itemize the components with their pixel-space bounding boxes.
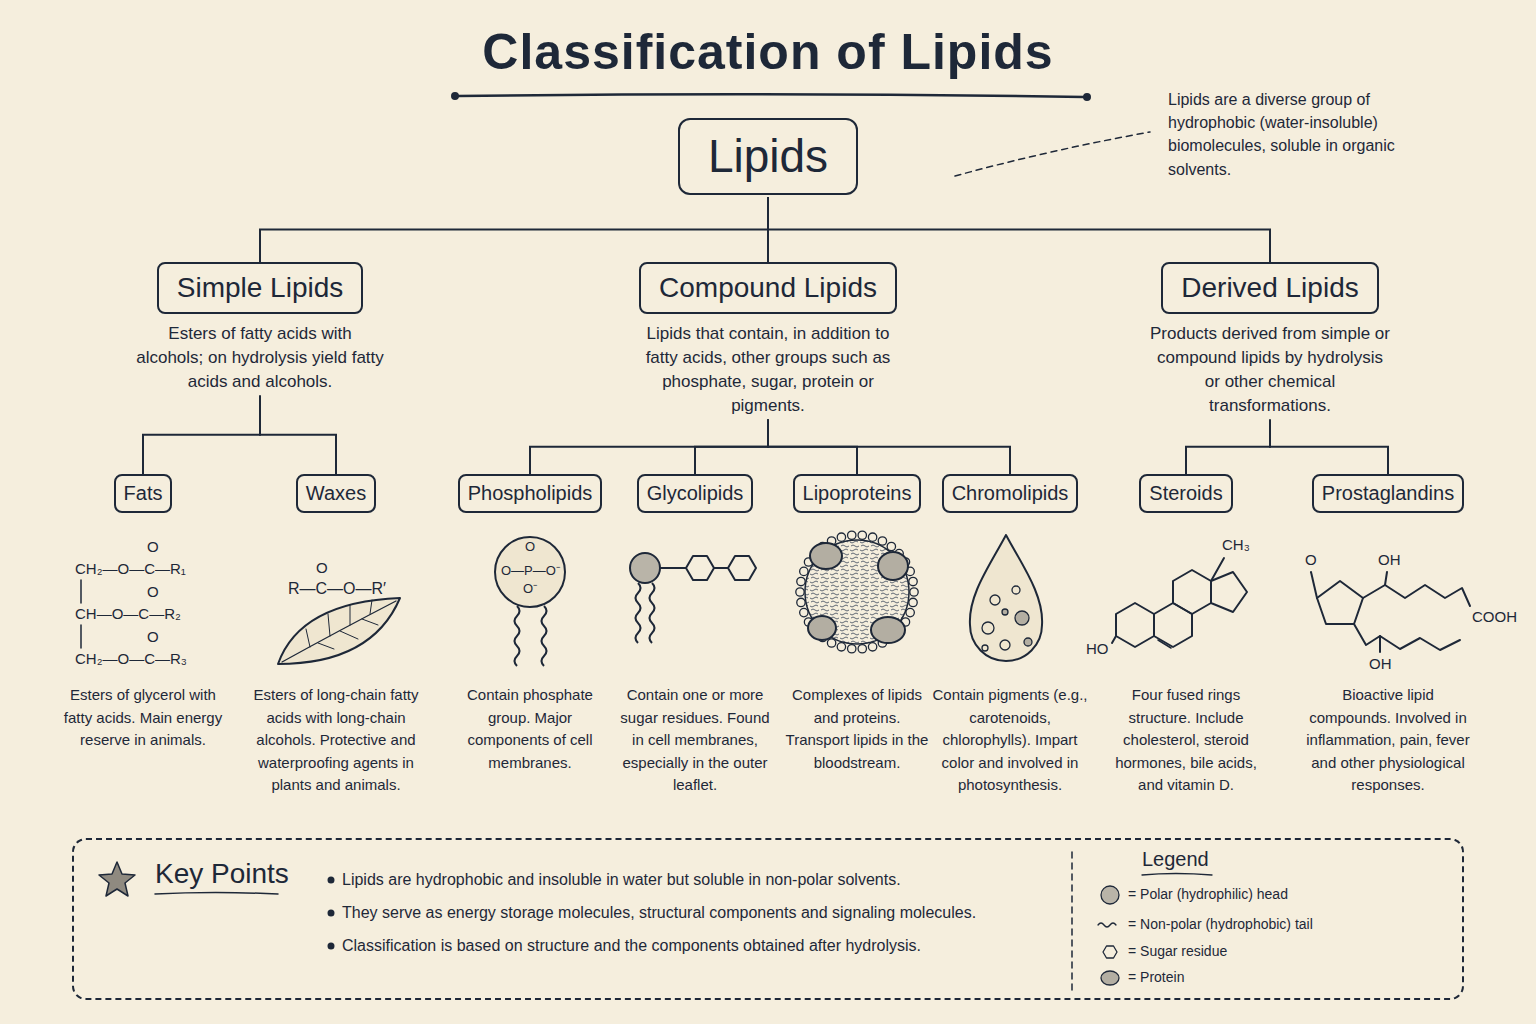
formula-text: HO xyxy=(1086,640,1109,657)
category-description: Products derived from simple or compound… xyxy=(1150,322,1390,417)
category-node: ProstaglandinsBioactive lipid compounds.… xyxy=(1301,474,1476,797)
formula-text: O—P—O⁻ xyxy=(501,564,560,579)
category-description: Esters of glycerol with fatty acids. Mai… xyxy=(58,684,228,752)
formula-text: CH—O—C—R₂ xyxy=(75,605,181,622)
category-heading-box: Derived Lipids xyxy=(1161,262,1378,314)
tree-connector xyxy=(260,197,768,262)
hydrophobic-tail xyxy=(515,606,520,666)
lipoprotein-shell-dot xyxy=(827,639,835,647)
category-node: ChromolipidsContain pigments (e.g., caro… xyxy=(926,474,1094,797)
category-node: Derived LipidsProducts derived from simp… xyxy=(1150,262,1390,417)
category-node: GlycolipidsContain one or more sugar res… xyxy=(613,474,778,797)
formula-text: R—C—O—R′ xyxy=(288,580,386,598)
lipoprotein-shell-dot xyxy=(797,598,805,606)
category-heading-box: Glycolipids xyxy=(637,474,754,513)
category-node: Lipids xyxy=(608,118,928,195)
category-node: LipoproteinsComplexes of lipids and prot… xyxy=(782,474,932,774)
legend-entry: = Polar (hydrophilic) head xyxy=(1128,886,1288,902)
category-heading-box: Lipids xyxy=(678,118,858,195)
lipoprotein-shell-dot xyxy=(800,567,808,575)
legend-heading: Legend xyxy=(1142,848,1209,871)
tree-connector xyxy=(695,419,768,474)
lipoprotein-shell-dot xyxy=(906,608,914,616)
formula-text: CH₃ xyxy=(1222,536,1250,553)
lipoprotein-shell-dot xyxy=(837,533,845,541)
category-node: SteroidsFour fused rings structure. Incl… xyxy=(1101,474,1271,797)
lipoprotein-shell-dot xyxy=(796,588,804,596)
category-description: Contain pigments (e.g., carotenoids, chl… xyxy=(926,684,1094,797)
formula-text: O xyxy=(525,540,535,555)
bullet-text: They serve as energy storage molecules, … xyxy=(342,903,1062,922)
category-description: Lipids that contain, in addition to fatt… xyxy=(638,322,898,417)
category-description: Bioactive lipid compounds. Involved in i… xyxy=(1301,684,1476,797)
formula-text: O⁻ xyxy=(523,582,537,597)
legend-entry: = Protein xyxy=(1128,969,1184,985)
tree-connector xyxy=(768,197,1270,262)
tree-connector xyxy=(143,396,260,474)
tree-connector xyxy=(768,419,1010,474)
panel-heading: Key Points xyxy=(155,858,289,890)
tree-connector xyxy=(1270,419,1388,474)
lipoprotein-shell-dot xyxy=(868,533,876,541)
lipoprotein-shell-dot xyxy=(887,542,895,550)
category-heading-box: Waxes xyxy=(296,474,376,513)
category-heading-box: Lipoproteins xyxy=(793,474,922,513)
tree-connector xyxy=(1186,419,1270,474)
category-heading-box: Chromolipids xyxy=(942,474,1079,513)
lipoprotein-shell-dot xyxy=(800,608,808,616)
tree-connector xyxy=(530,419,768,474)
category-node: PhospholipidsContain phosphate group. Ma… xyxy=(450,474,610,774)
formula-text: O xyxy=(147,538,159,555)
lipoprotein-shell-dot xyxy=(797,577,805,585)
lipoprotein-shell-dot xyxy=(858,645,866,653)
category-description: Four fused rings structure. Include chol… xyxy=(1101,684,1271,797)
formula-text: CH₂—O—C—R₁ xyxy=(75,560,186,577)
category-description: Complexes of lipids and proteins. Transp… xyxy=(782,684,932,774)
legend-entry: = Sugar residue xyxy=(1128,943,1227,959)
formula-text: O xyxy=(147,628,159,645)
legend-entry: = Non-polar (hydrophobic) tail xyxy=(1128,916,1313,932)
category-heading-box: Simple Lipids xyxy=(157,262,364,314)
lipoprotein-shell-dot xyxy=(848,645,856,653)
note-text: Lipids are a diverse group of hydrophobi… xyxy=(1168,88,1418,181)
lipoprotein-shell-dot xyxy=(837,643,845,651)
lipoprotein-shell-dot xyxy=(909,598,917,606)
formula-text: CH₂—O—C—R₃ xyxy=(75,650,187,667)
category-description: Contain one or more sugar residues. Foun… xyxy=(613,684,778,797)
hydrophobic-tail xyxy=(650,583,655,643)
category-heading-box: Phospholipids xyxy=(458,474,603,513)
category-heading-box: Compound Lipids xyxy=(639,262,897,314)
bullet-text: Classification is based on structure and… xyxy=(342,936,1062,955)
formula-text: OH xyxy=(1369,655,1392,672)
category-description: Esters of fatty acids with alcohols; on … xyxy=(135,322,385,393)
lipoprotein-shell-dot xyxy=(910,588,918,596)
bullet-text: Lipids are hydrophobic and insoluble in … xyxy=(342,870,1062,889)
lipoprotein-shell-dot xyxy=(858,531,866,539)
formula-text: O xyxy=(147,583,159,600)
category-description: Esters of long-chain fatty acids with lo… xyxy=(241,684,431,797)
category-heading-box: Steroids xyxy=(1139,474,1232,513)
category-node: Simple LipidsEsters of fatty acids with … xyxy=(135,262,385,394)
diagram-title: Classification of Lipids xyxy=(0,24,1536,82)
category-heading-box: Fats xyxy=(114,474,173,513)
category-node: Compound LipidsLipids that contain, in a… xyxy=(638,262,898,417)
formula-text: O xyxy=(1305,551,1317,568)
hydrophobic-tail xyxy=(636,583,641,643)
category-description: Contain phosphate group. Major component… xyxy=(450,684,610,774)
lipoprotein-shell-dot xyxy=(848,531,856,539)
formula-text: OH xyxy=(1378,551,1401,568)
tree-connector xyxy=(260,396,336,474)
formula-text: O xyxy=(316,559,328,576)
lipoprotein-shell-dot xyxy=(878,537,886,545)
hydrophobic-tail xyxy=(542,606,547,666)
lipoprotein-shell-dot xyxy=(868,643,876,651)
category-node: WaxesEsters of long-chain fatty acids wi… xyxy=(241,474,431,797)
lipoprotein-shell-dot xyxy=(909,577,917,585)
category-heading-box: Prostaglandins xyxy=(1312,474,1464,513)
formula-text: COOH xyxy=(1472,608,1517,625)
